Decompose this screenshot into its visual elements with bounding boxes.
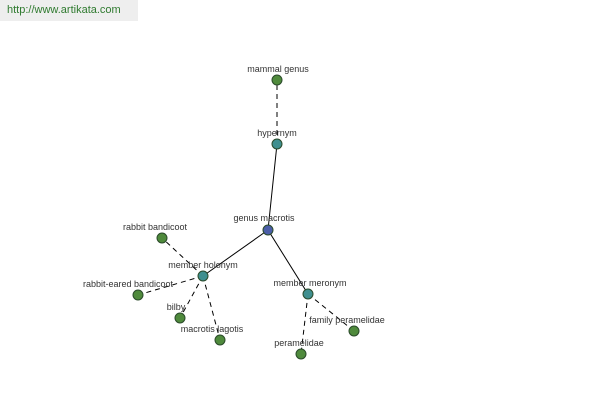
edge-genus-macrotis-to-hypernym (267, 143, 278, 231)
node-member-holonym[interactable] (197, 270, 209, 282)
node-label-rabbit-bandicoot[interactable]: rabbit bandicoot (123, 222, 188, 232)
node-macrotis-lagotis[interactable] (214, 334, 226, 346)
edges-layer (137, 80, 355, 355)
edge-member-holonym-to-macrotis-lagotis (202, 275, 221, 341)
edge-member-holonym-to-bilby (179, 275, 204, 319)
node-hypernym[interactable] (271, 138, 283, 150)
node-member-meronym[interactable] (302, 288, 314, 300)
node-bilby[interactable] (174, 312, 186, 324)
site-url[interactable]: http://www.artikata.com (0, 0, 138, 21)
node-label-genus-macrotis[interactable]: genus macrotis (233, 213, 295, 223)
nodes-layer (132, 74, 360, 360)
node-label-rabbit-eared-bandicoot[interactable]: rabbit-eared bandicoot (83, 279, 174, 289)
node-label-mammal-genus[interactable]: mammal genus (247, 64, 309, 74)
node-label-member-holonym[interactable]: member holonym (168, 260, 238, 270)
node-genus-macrotis[interactable] (262, 224, 274, 236)
edge-member-meronym-to-family-peramelidae (307, 293, 355, 332)
node-label-family-peramelidae[interactable]: family peramelidae (309, 315, 385, 325)
edge-genus-macrotis-to-member-holonym (202, 229, 269, 277)
node-mammal-genus[interactable] (271, 74, 283, 86)
edge-genus-macrotis-to-member-meronym (267, 229, 309, 295)
node-label-member-meronym[interactable]: member meronym (273, 278, 346, 288)
node-label-macrotis-lagotis[interactable]: macrotis lagotis (181, 324, 244, 334)
edge-member-holonym-to-rabbit-bandicoot (161, 237, 204, 277)
labels-layer: mammal genus hypernym genus macrotis member… (83, 64, 385, 348)
edge-member-meronym-to-peramelidae (300, 293, 309, 355)
node-rabbit-eared-bandicoot[interactable] (132, 289, 144, 301)
node-label-peramelidae[interactable]: peramelidae (274, 338, 324, 348)
node-family-peramelidae[interactable] (348, 325, 360, 337)
node-peramelidae[interactable] (295, 348, 307, 360)
edge-member-holonym-to-rabbit-eared-bandicoot (137, 275, 204, 296)
node-rabbit-bandicoot[interactable] (156, 232, 168, 244)
node-label-bilby[interactable]: bilby (167, 302, 186, 312)
node-label-hypernym[interactable]: hypernym (257, 128, 297, 138)
